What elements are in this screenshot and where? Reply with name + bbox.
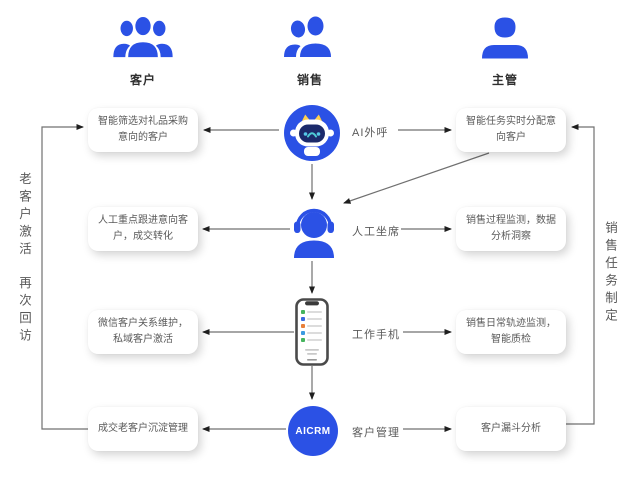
actor-label-sales: 销售 <box>296 73 323 87</box>
actor-label-customers: 客户 <box>129 73 156 87</box>
side-note-revisit: 再次回访 <box>17 276 31 346</box>
box-funnel-analysis: 客户漏斗分析 <box>456 407 566 451</box>
node-label-ai-call: AI外呼 <box>352 127 389 139</box>
box-wechat-maintenance: 微信客户关系维护， 私域客户激活 <box>88 310 198 354</box>
actor-label-supervisor: 主管 <box>491 73 518 87</box>
node-label-human-agent: 人工坐席 <box>352 226 400 238</box>
node-label-customer-mgmt: 客户管理 <box>352 427 400 439</box>
side-note-reactivation: 老客户激活 <box>17 172 31 260</box>
sales-pair-icon <box>284 16 331 57</box>
work-phone-node <box>295 298 329 371</box>
ai-robot-node <box>283 104 341 167</box>
supervisor-icon <box>482 17 528 59</box>
box-track-monitoring: 销售日常轨迹监测， 智能质检 <box>456 310 566 354</box>
customers-group-icon <box>113 16 173 58</box>
ai-robot-icon <box>284 105 340 161</box>
side-note-sales-tasks: 销售任务制定 <box>603 221 617 326</box>
box-old-customer-mgmt: 成交老客户沉淀管理 <box>88 407 198 451</box>
actor-sales: 销售 <box>273 16 347 88</box>
aicrm-node: AICRM <box>288 406 338 456</box>
work-phone-icon <box>295 298 329 366</box>
box-smart-screening: 智能筛选对礼品采购 意向的客户 <box>88 108 198 152</box>
box-process-monitoring: 销售过程监测，数据 分析洞察 <box>456 207 566 251</box>
actor-customers: 客户 <box>106 16 180 88</box>
agent-node <box>288 203 340 264</box>
headset-agent-icon <box>294 208 334 258</box>
box-task-dispatch: 智能任务实时分配意 向客户 <box>456 108 566 152</box>
node-label-work-phone: 工作手机 <box>352 329 400 341</box>
box-manual-followup: 人工重点跟进意向客 户，成交转化 <box>88 207 198 251</box>
actor-supervisor: 主管 <box>468 16 542 88</box>
